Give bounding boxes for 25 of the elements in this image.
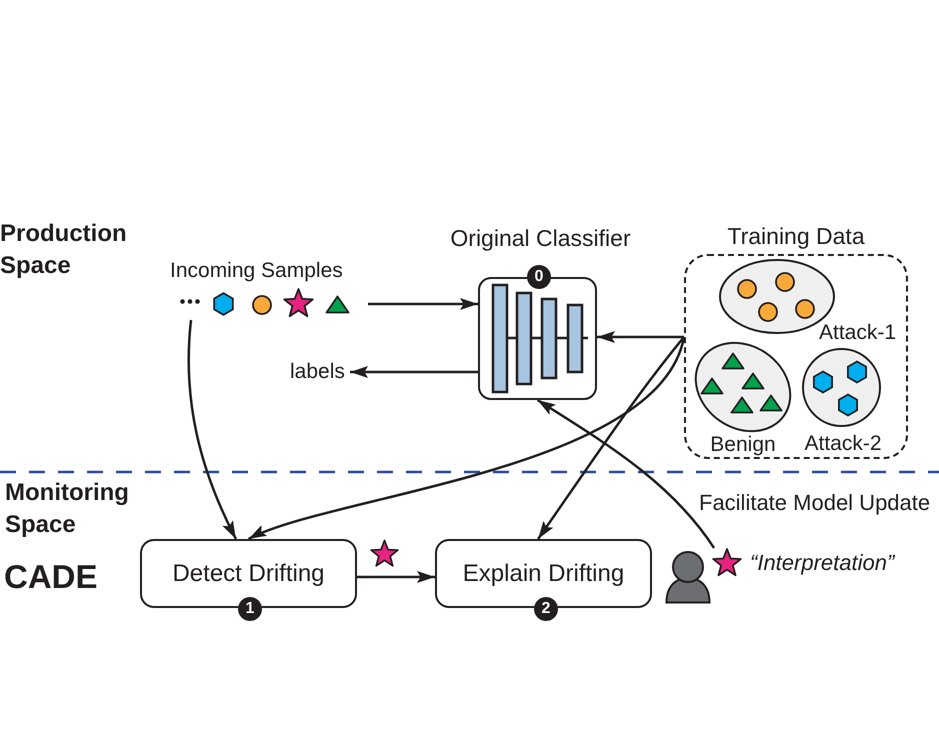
- arrow: [187, 320, 238, 540]
- person-icon: [665, 550, 711, 604]
- arrow: [368, 298, 478, 310]
- cluster-label: Benign: [709, 434, 777, 456]
- process-label: Explain Drifting: [462, 560, 624, 588]
- step-number-badge: 2: [534, 597, 558, 621]
- arrow: [357, 570, 435, 583]
- step-number-badge: 1: [238, 597, 262, 621]
- process-label: Detect Drifting: [172, 560, 325, 588]
- interpretation-label: “Interpretation”: [750, 550, 894, 576]
- arrow: [248, 336, 686, 540]
- group-title: Training Data: [727, 222, 865, 250]
- section-label: Monitoring Space: [5, 478, 130, 540]
- system-name-label: CADE: [4, 557, 99, 597]
- cluster-label: Attack-1: [819, 322, 897, 344]
- arrow: [536, 398, 716, 549]
- classifier-title: Original Classifier: [450, 224, 631, 252]
- samples-title: Incoming Samples: [170, 258, 343, 283]
- output-label: labels: [290, 360, 350, 384]
- step-number-badge: 0: [527, 265, 551, 289]
- section-label: Production Space: [0, 219, 128, 281]
- arrow: [597, 331, 684, 344]
- arrow: [350, 366, 478, 378]
- cluster-label: Attack-2: [803, 433, 883, 455]
- arrow: [537, 336, 685, 540]
